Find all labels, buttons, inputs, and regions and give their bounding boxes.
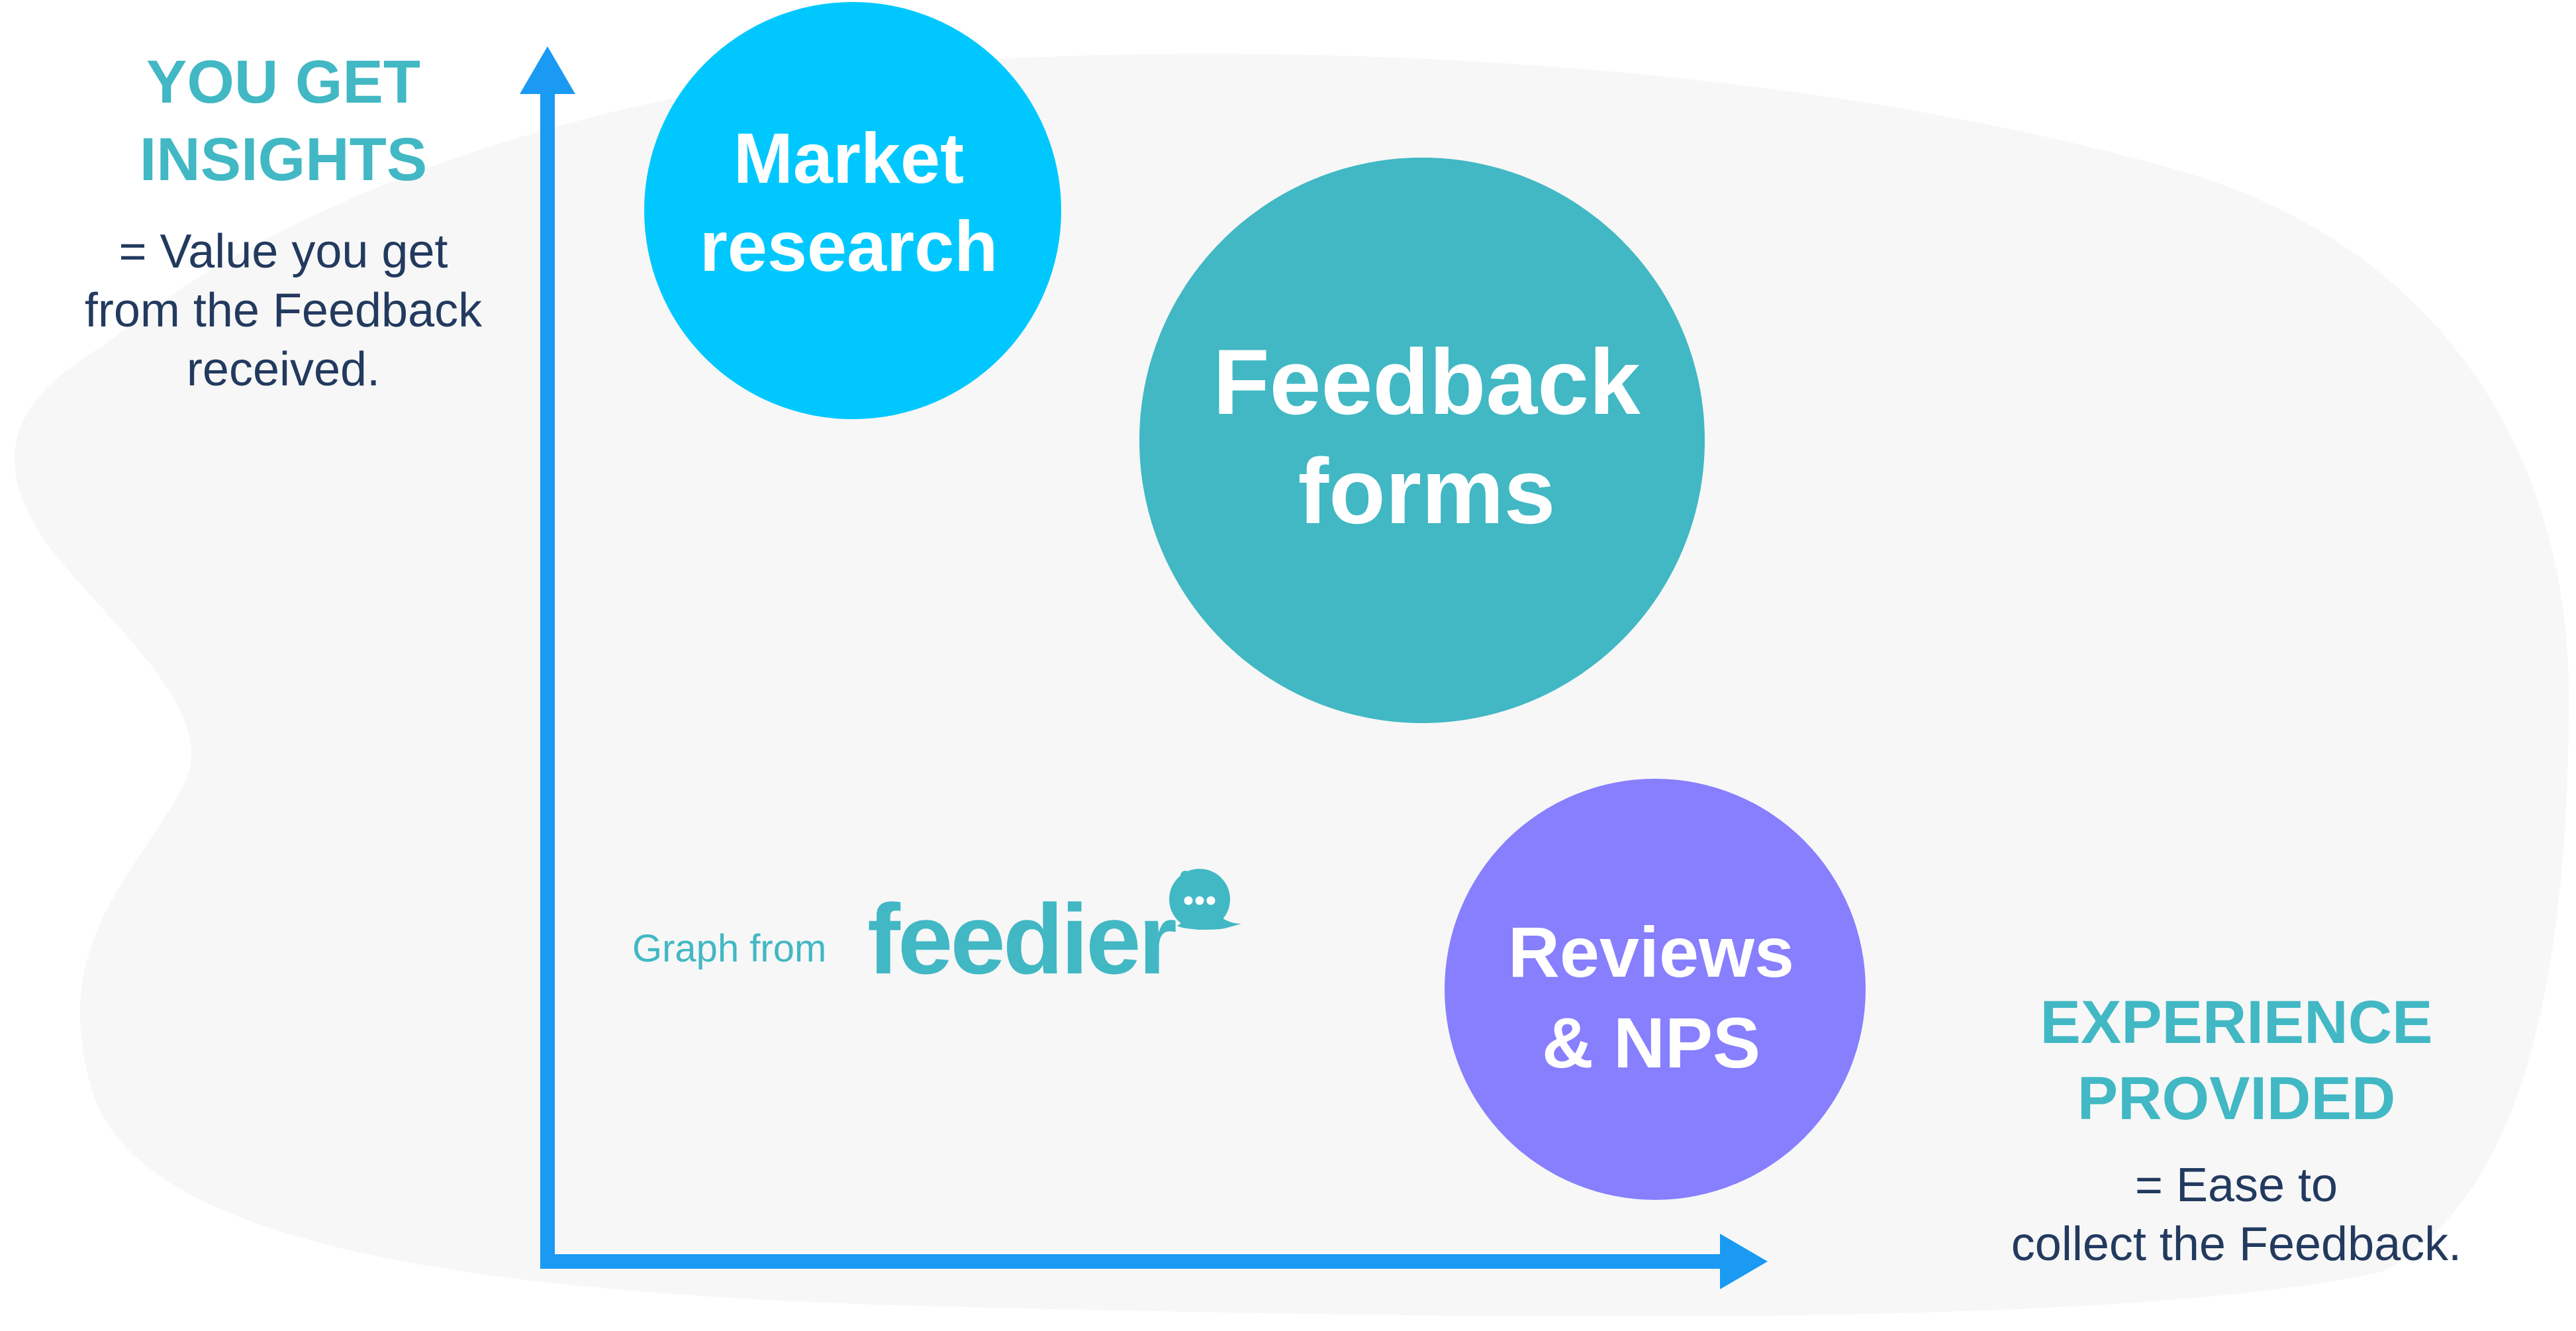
bubble-feedback-forms-circle <box>1139 158 1705 723</box>
bubble-market-research-circle <box>644 2 1061 419</box>
bubble-feedback-forms-label-line-2: forms <box>1298 439 1556 543</box>
y-axis-description-line-1: = Value you get <box>119 225 448 278</box>
y-axis-description-line-3: received. <box>187 343 380 396</box>
x-axis-title-line-1: EXPERIENCE <box>2040 989 2432 1056</box>
y-axis-title-line-1: YOU GET <box>146 48 420 116</box>
bubble-reviews-nps-circle <box>1445 779 1866 1200</box>
x-axis-arrowhead <box>1720 1234 1768 1289</box>
bubble-reviews-nps-label-line-1: Reviews <box>1508 912 1794 992</box>
bubble-reviews-nps-label-line-2: & NPS <box>1542 1003 1760 1083</box>
y-axis-description-line-2: from the Feedback <box>85 284 483 337</box>
speech-bubble-ellipsis-icon <box>1169 869 1241 930</box>
bubble-market-research-label-line-2: research <box>700 206 998 286</box>
bubble-market-research: Market research <box>644 2 1061 419</box>
feedier-logo-wordmark: feedier <box>867 883 1176 995</box>
bubble-feedback-forms-label-line-1: Feedback <box>1213 330 1641 434</box>
feedier-credit: Graph from feedier <box>632 869 1241 995</box>
x-axis-annotation: EXPERIENCE PROVIDED = Ease to collect th… <box>2011 989 2461 1271</box>
credit-prefix: Graph from <box>632 927 826 970</box>
bubble-market-research-label-line-1: Market <box>734 118 964 198</box>
x-axis-description-line-1: = Ease to <box>2135 1159 2338 1212</box>
x-axis-description-line-2: collect the Feedback. <box>2011 1218 2461 1271</box>
bubble-reviews-nps: Reviews & NPS <box>1445 779 1866 1200</box>
y-axis-annotation: YOU GET INSIGHTS = Value you get from th… <box>85 48 483 396</box>
x-axis-title-line-2: PROVIDED <box>2077 1065 2396 1132</box>
y-axis-arrowhead <box>520 46 575 94</box>
y-axis-title-line-2: INSIGHTS <box>140 126 427 193</box>
bubble-feedback-forms: Feedback forms <box>1139 158 1705 723</box>
axes <box>520 46 1768 1289</box>
